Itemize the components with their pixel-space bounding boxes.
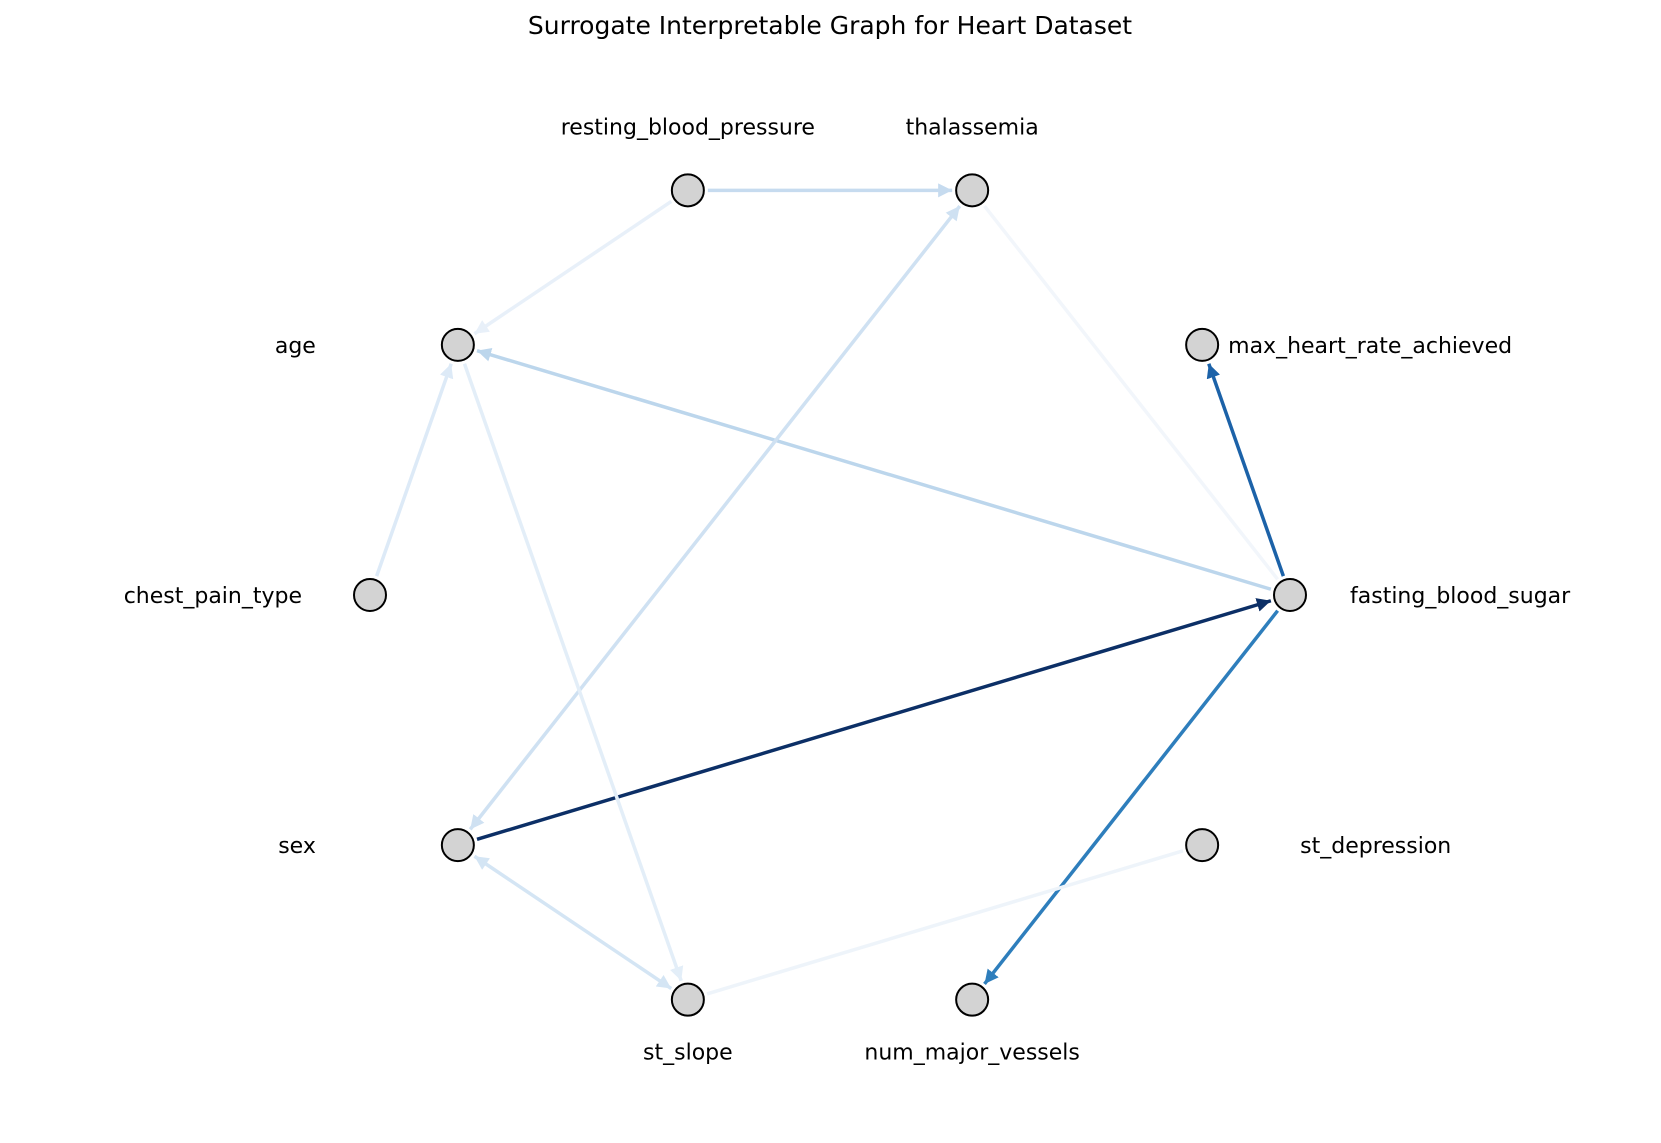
edges-layer — [374, 183, 1286, 996]
node-fasting_blood_sugar — [1273, 578, 1307, 612]
node-label-thalassemia: thalassemia — [906, 115, 1039, 140]
edge-resting_blood_pressure-to-age — [473, 200, 673, 336]
node-label-st_depression: st_depression — [1300, 834, 1451, 859]
graph-title: Surrogate Interpretable Graph for Heart … — [528, 11, 1132, 40]
node-label-sex: sex — [278, 834, 316, 859]
node-thalassemia — [955, 173, 990, 208]
edge-st_depression-to-st_slope — [706, 849, 1184, 996]
edge-sex-to-thalassemia — [468, 204, 962, 831]
node-label-max_heart_rate_achieved: max_heart_rate_achieved — [1228, 334, 1512, 359]
node-label-age: age — [275, 334, 316, 359]
edge-fasting_blood_sugar-to-num_major_vessels — [983, 609, 1280, 986]
node-age — [440, 327, 475, 362]
node-num_major_vessels — [955, 982, 990, 1017]
node-label-resting_blood_pressure: resting_blood_pressure — [561, 115, 815, 140]
node-label-st_slope: st_slope — [643, 1041, 733, 1066]
node-st_depression — [1185, 828, 1220, 863]
node-max_heart_rate_achieved — [1185, 327, 1220, 362]
edge-sex-to-st_slope — [473, 854, 673, 990]
labels-layer: resting_blood_pressure thalassemia max_hea… — [124, 115, 1571, 1065]
node-sex — [440, 828, 475, 863]
edge-thalassemia-to-fasting_blood_sugar — [983, 204, 1280, 581]
node-chest_pain_type — [353, 578, 387, 612]
edge-fasting_blood_sugar-to-age — [476, 347, 1272, 591]
node-label-fasting_blood_sugar: fasting_blood_sugar — [1350, 584, 1571, 609]
node-label-chest_pain_type: chest_pain_type — [124, 584, 302, 609]
edge-age-to-st_slope — [462, 363, 684, 982]
edge-fasting_blood_sugar-to-max_heart_rate_achieved — [1206, 363, 1286, 577]
nodes-layer — [353, 173, 1307, 1017]
edge-sex-to-fasting_blood_sugar — [476, 598, 1272, 842]
node-resting_blood_pressure — [670, 173, 705, 208]
edge-chest_pain_type-to-age — [374, 363, 454, 577]
node-label-num_major_vessels: num_major_vessels — [864, 1041, 1079, 1066]
node-st_slope — [670, 982, 705, 1017]
